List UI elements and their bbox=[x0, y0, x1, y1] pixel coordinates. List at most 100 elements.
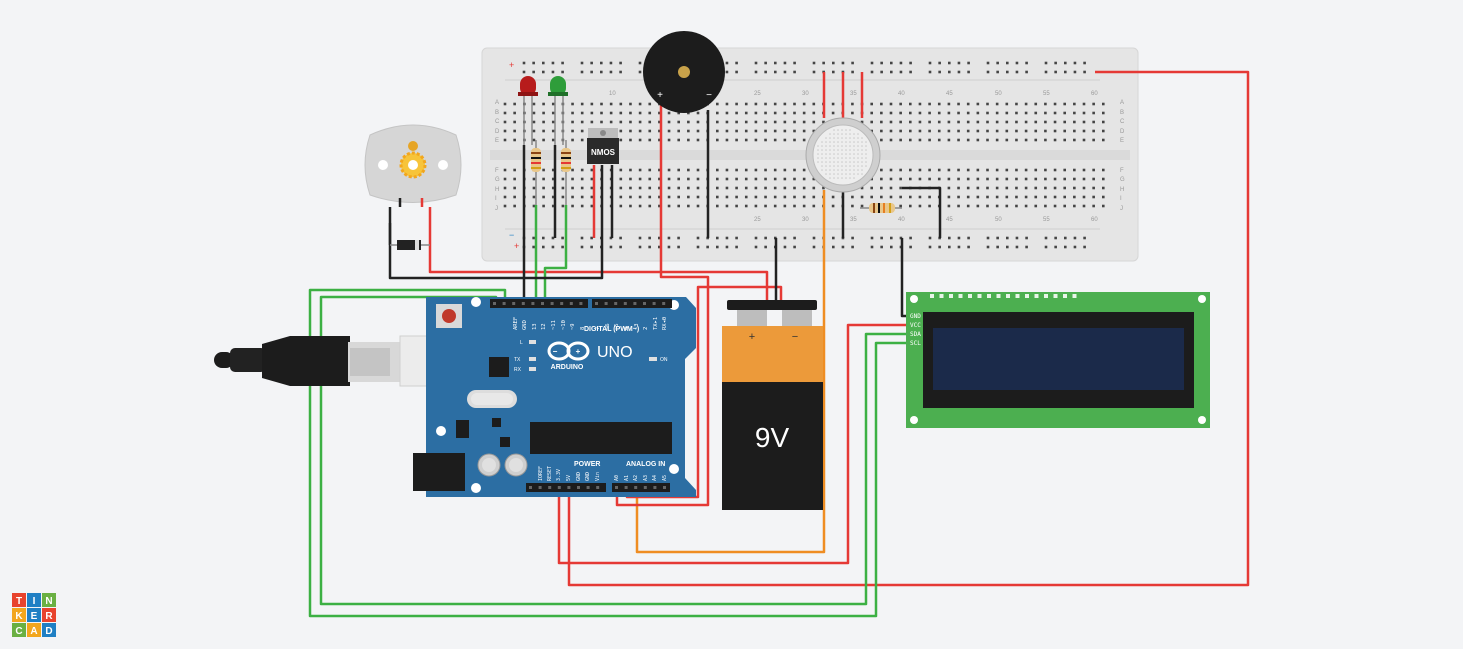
svg-text:G: G bbox=[1120, 177, 1125, 183]
diode[interactable] bbox=[388, 223, 430, 250]
lcd-16x2-i2c[interactable]: GND VCC SDA SCL bbox=[906, 292, 1210, 428]
lcd-screen bbox=[933, 328, 1184, 390]
gas-sensor[interactable] bbox=[805, 117, 881, 193]
logo-letter: R bbox=[45, 611, 53, 622]
resistor-3[interactable] bbox=[860, 203, 902, 213]
power-label: POWER bbox=[574, 461, 600, 468]
rail-plus-label-bottom: + bbox=[514, 241, 519, 251]
svg-text:45: 45 bbox=[946, 91, 953, 97]
arduino-logo: − + bbox=[547, 341, 590, 361]
wire-red-buzzer[interactable] bbox=[615, 100, 710, 507]
logo-letter: D bbox=[45, 626, 52, 637]
power-pin-label: RESET bbox=[547, 466, 553, 481]
top-pin-label: 7 bbox=[595, 327, 601, 330]
top-pin-label: 4 bbox=[624, 326, 630, 330]
battery-label: 9V bbox=[755, 422, 790, 453]
svg-text:F: F bbox=[495, 168, 499, 174]
svg-text:I: I bbox=[495, 196, 497, 202]
logo-tile bbox=[42, 593, 56, 607]
svg-text:VCC: VCC bbox=[910, 322, 921, 329]
analog-pin-label: A1 bbox=[624, 475, 630, 481]
svg-text:50: 50 bbox=[995, 91, 1002, 97]
row-letters: A B C D E F G H I J A B C D E F G H I J bbox=[495, 100, 1125, 212]
svg-text:50: 50 bbox=[995, 217, 1002, 223]
logo-letter: C bbox=[15, 626, 22, 637]
svg-text:J: J bbox=[1120, 206, 1123, 212]
logo-tile bbox=[27, 593, 41, 607]
svg-text:E: E bbox=[1120, 138, 1124, 144]
svg-text:30: 30 bbox=[802, 91, 809, 97]
svg-text:45: 45 bbox=[946, 217, 953, 223]
led-tx-label: TX bbox=[514, 357, 521, 363]
top-pin-label: 12 bbox=[541, 323, 547, 330]
analog-pin-label: A2 bbox=[633, 475, 639, 481]
top-pin-label: ~11 bbox=[551, 320, 557, 330]
logo-letter: T bbox=[16, 596, 22, 607]
led-green[interactable] bbox=[548, 76, 568, 145]
svg-text:B: B bbox=[495, 110, 499, 116]
svg-text:C: C bbox=[1120, 119, 1125, 125]
svg-text:I: I bbox=[1120, 196, 1122, 202]
svg-text:SDA: SDA bbox=[910, 331, 921, 338]
svg-text:H: H bbox=[1120, 187, 1124, 193]
svg-text:+: + bbox=[576, 347, 581, 356]
svg-text:40: 40 bbox=[898, 217, 905, 223]
logo-tile bbox=[12, 593, 26, 607]
dc-motor[interactable] bbox=[364, 124, 462, 207]
svg-text:25: 25 bbox=[754, 217, 761, 223]
mosfet-label: NMOS bbox=[591, 148, 616, 157]
arduino-model: UNO bbox=[597, 344, 633, 361]
svg-text:A: A bbox=[495, 100, 499, 106]
analog-header[interactable] bbox=[612, 483, 670, 492]
piezo-buzzer[interactable]: + − bbox=[643, 31, 725, 113]
power-pin-label: 3.3V bbox=[556, 469, 562, 481]
digital-header-label: DIGITAL (PWM~) bbox=[584, 326, 639, 333]
battery-9v[interactable]: + − 9V bbox=[722, 300, 823, 510]
analog-pin-label: A0 bbox=[614, 475, 620, 481]
wire-black-lcd-gnd[interactable] bbox=[900, 238, 906, 318]
top-pin-label: 2 bbox=[643, 327, 649, 330]
wire-orange-sensor[interactable] bbox=[635, 190, 826, 554]
battery-plus: + bbox=[749, 331, 755, 343]
top-pin-label: TX▸1 bbox=[653, 317, 659, 330]
wire-red-lcd-vcc[interactable] bbox=[557, 323, 906, 565]
svg-text:35: 35 bbox=[850, 91, 857, 97]
svg-text:E: E bbox=[495, 138, 499, 144]
wire-green-led-2[interactable] bbox=[543, 205, 568, 306]
svg-text:10: 10 bbox=[609, 91, 616, 97]
power-pin-label: GND bbox=[585, 472, 591, 481]
buzzer-minus: − bbox=[706, 90, 712, 101]
arduino-brand: ARDUINO bbox=[551, 364, 584, 371]
top-pin-label: ~9 bbox=[570, 323, 576, 330]
top-pin-label: 8 bbox=[580, 327, 586, 330]
wire-green-scl[interactable] bbox=[308, 288, 906, 618]
svg-text:60: 60 bbox=[1091, 217, 1098, 223]
logo-tile bbox=[27, 623, 41, 637]
nmos-transistor[interactable]: NMOS bbox=[587, 128, 619, 164]
column-numbers: 10 25 30 35 40 45 50 55 60 25 30 35 40 4… bbox=[609, 91, 1098, 223]
logo-tile bbox=[42, 608, 56, 622]
svg-text:40: 40 bbox=[898, 91, 905, 97]
wire-red-battery[interactable] bbox=[428, 207, 769, 300]
wire-red-rail-5v[interactable] bbox=[567, 70, 1250, 587]
analog-pin-label: A4 bbox=[652, 475, 658, 481]
power-pin-label: Vin bbox=[595, 472, 601, 481]
power-header[interactable] bbox=[526, 483, 606, 492]
power-pin-label: 5V bbox=[566, 475, 572, 481]
digital-header-right[interactable] bbox=[592, 299, 672, 308]
analog-label: ANALOG IN bbox=[626, 461, 665, 468]
led-red[interactable] bbox=[518, 76, 538, 145]
svg-text:30: 30 bbox=[802, 217, 809, 223]
wires[interactable] bbox=[308, 70, 1250, 618]
buzzer-plus: + bbox=[657, 90, 663, 101]
resistor-1[interactable] bbox=[531, 140, 541, 205]
digital-header-left[interactable] bbox=[490, 299, 588, 308]
led-l-label: L bbox=[520, 340, 523, 346]
logo-tile bbox=[12, 608, 26, 622]
wire-black-sensor-2[interactable] bbox=[902, 186, 942, 238]
logo-tile bbox=[42, 623, 56, 637]
resistor-2[interactable] bbox=[561, 140, 571, 205]
